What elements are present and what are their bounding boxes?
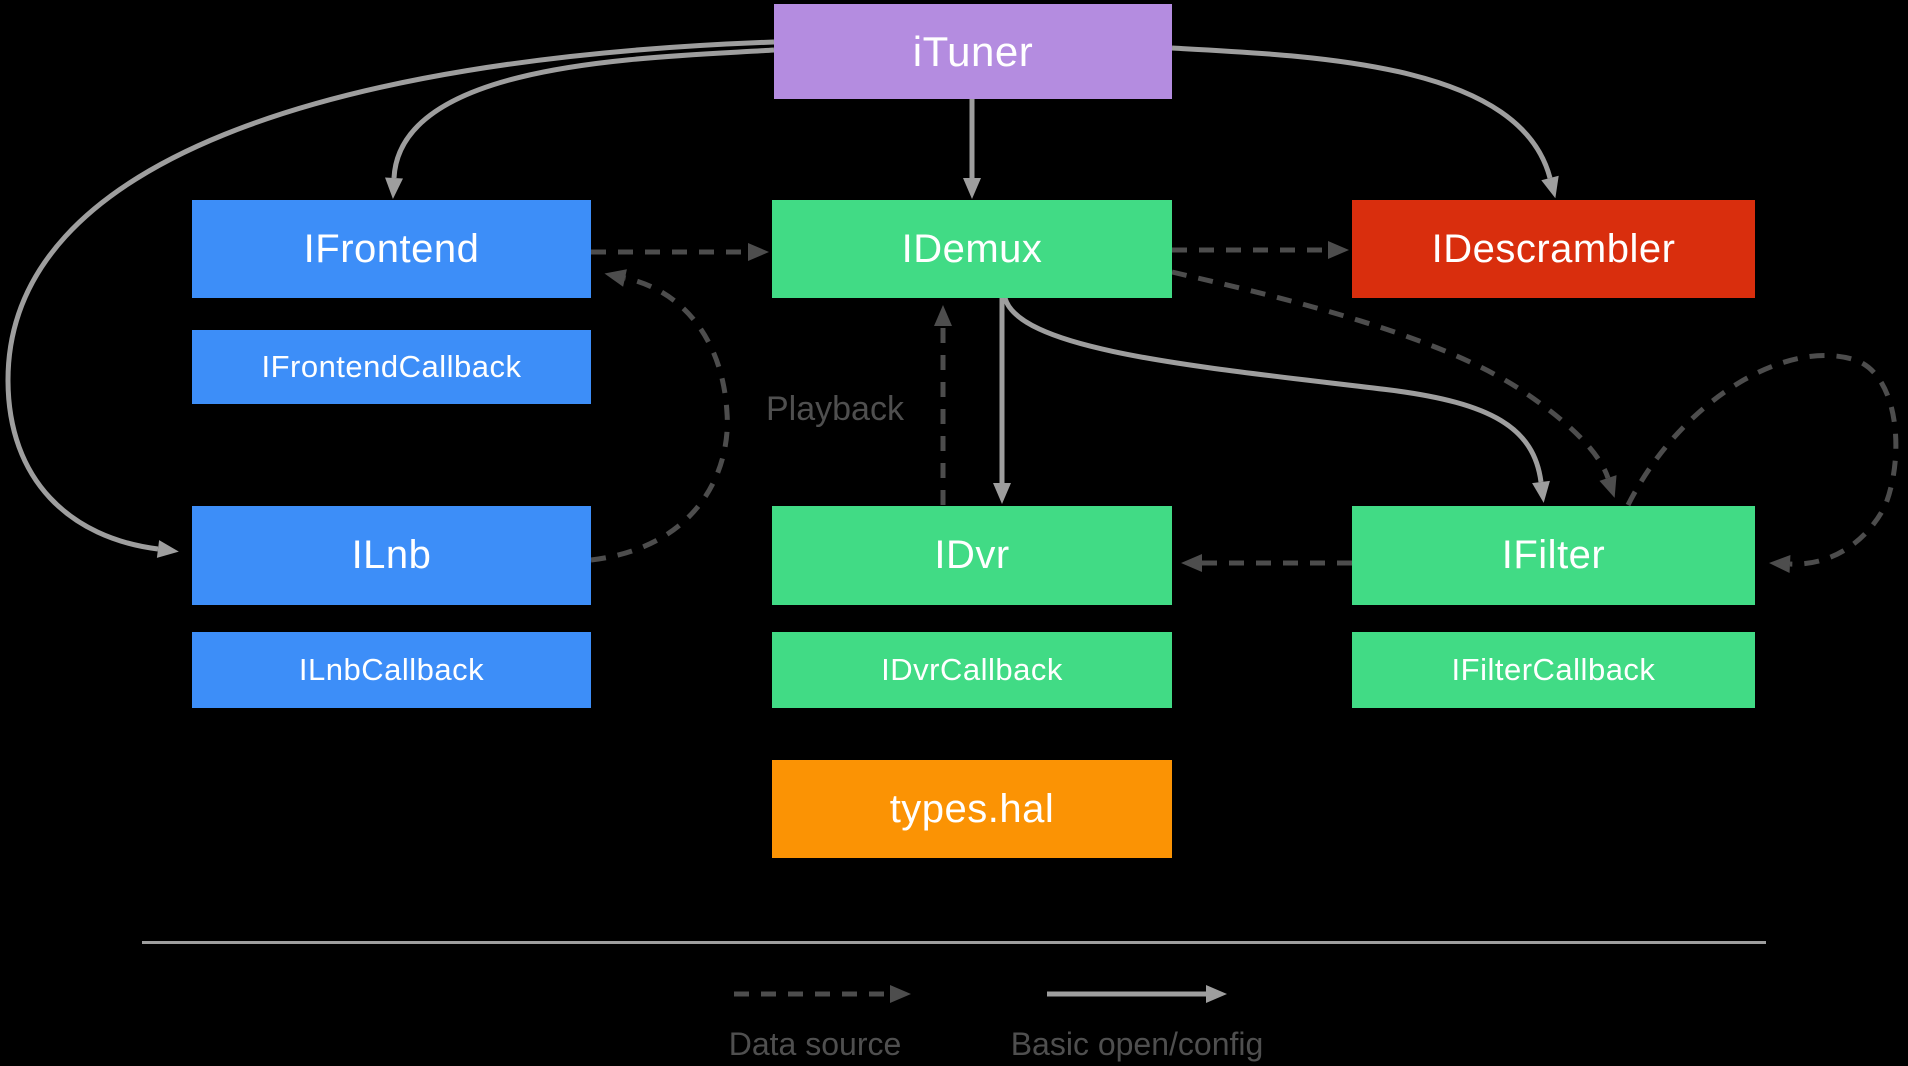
node-ifrontend: IFrontend: [192, 200, 591, 298]
node-idvr-callback: IDvrCallback: [772, 632, 1172, 708]
node-ifrontend-callback-label: IFrontendCallback: [261, 349, 522, 384]
node-idescrambler-label: IDescrambler: [1431, 226, 1676, 271]
arrow-ilnb-to-ifrontend-dashed: [590, 269, 730, 563]
node-ilnb-callback-label: ILnbCallback: [298, 652, 485, 687]
node-ilnb-callback: ILnbCallback: [192, 632, 591, 708]
node-ifrontend-label: IFrontend: [303, 226, 480, 271]
node-types-hal: types.hal: [772, 760, 1172, 858]
legend-dashed-label: Data source: [728, 1026, 902, 1062]
node-ifilter-label: IFilter: [1501, 533, 1606, 577]
node-ilnb: ILnb: [192, 506, 591, 605]
arrow-idemux-to-ifilter-dashed: [1171, 269, 1617, 498]
legend-divider: [142, 941, 1766, 944]
node-idvr: IDvr: [772, 506, 1172, 605]
node-idemux: IDemux: [772, 200, 1172, 298]
node-types-hal-label: types.hal: [889, 786, 1055, 831]
node-ifilter: IFilter: [1352, 506, 1755, 605]
node-ituner-label: iTuner: [912, 27, 1034, 75]
node-ilnb-label: ILnb: [351, 533, 432, 577]
node-idvr-label: IDvr: [934, 533, 1010, 577]
playback-annotation: Playback: [766, 390, 904, 428]
arrow-idemux-to-ifilter: [1002, 297, 1550, 503]
node-idvr-callback-label: IDvrCallback: [881, 652, 1063, 687]
node-ifilter-callback-label: IFilterCallback: [1451, 652, 1656, 687]
node-ifrontend-callback: IFrontendCallback: [192, 330, 591, 404]
node-idemux-label: IDemux: [901, 226, 1043, 271]
node-ifilter-callback: IFilterCallback: [1352, 632, 1755, 708]
legend-solid-label: Basic open/config: [1010, 1026, 1264, 1062]
node-ituner: iTuner: [774, 4, 1172, 99]
arrow-ituner-to-idescrambler: [1171, 45, 1559, 199]
node-idescrambler: IDescrambler: [1352, 200, 1755, 298]
arrow-ituner-to-ifrontend: [385, 47, 775, 199]
